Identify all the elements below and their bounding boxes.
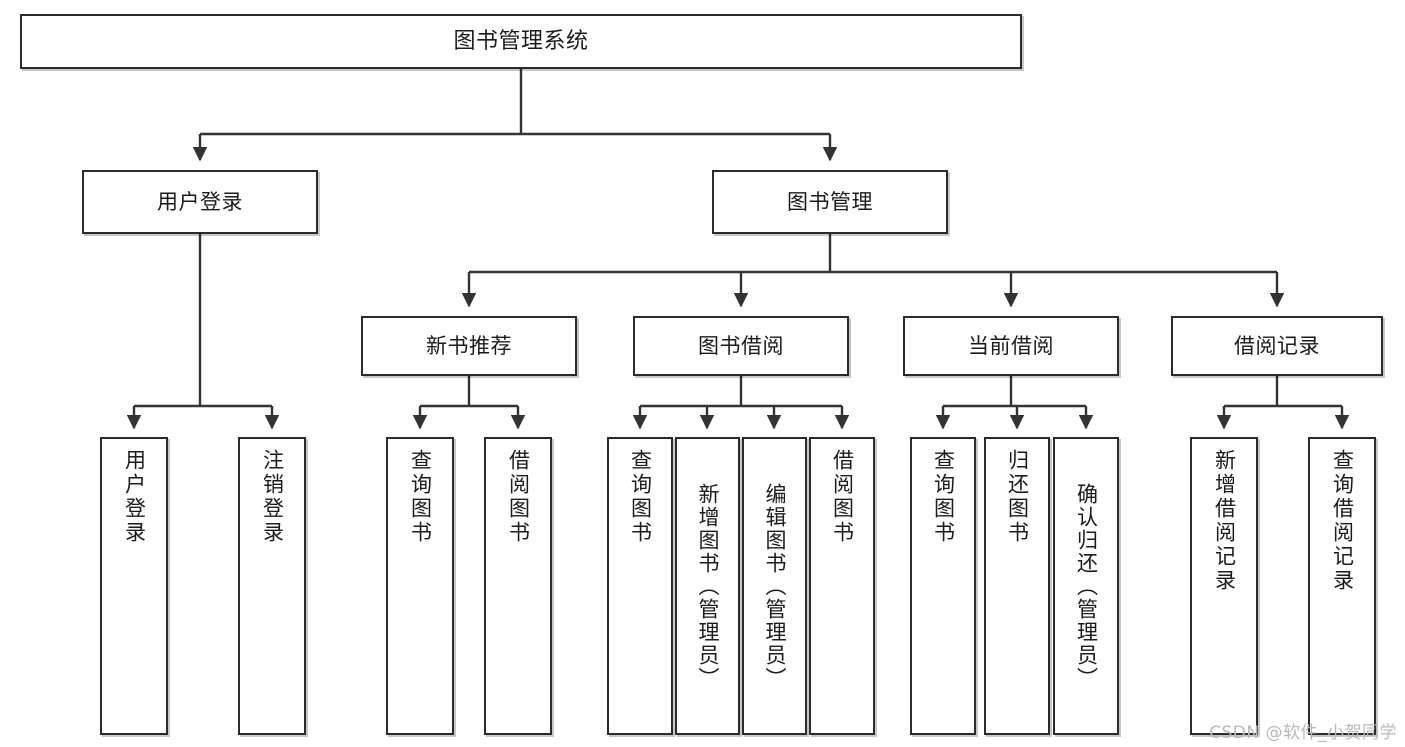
- node-label: 新增图书（管理员）: [696, 482, 720, 690]
- node-label: 图书管理: [787, 189, 873, 214]
- node-label: 新书推荐: [426, 333, 512, 358]
- node-label: 图书借阅: [698, 333, 784, 358]
- node-leaf-logout[interactable]: 注销登录: [238, 437, 306, 735]
- node-label: 借阅图书: [506, 449, 531, 545]
- node-borrow-record[interactable]: 借阅记录: [1171, 316, 1383, 376]
- node-label: 编辑图书（管理员）: [763, 482, 787, 690]
- node-leaf-add-book[interactable]: 新增图书（管理员）: [675, 437, 740, 735]
- csdn-watermark: CSDN @软件_小贺同学: [1209, 723, 1397, 743]
- node-label: 用户登录: [122, 449, 147, 545]
- node-leaf-add-borrow-record[interactable]: 新增借阅记录: [1190, 437, 1258, 735]
- node-leaf-query-book-borrow[interactable]: 查询图书: [607, 437, 673, 735]
- node-label: 查询借阅记录: [1330, 449, 1355, 593]
- node-label: 查询图书: [931, 449, 956, 545]
- node-label: 归还图书: [1005, 449, 1030, 545]
- node-book-borrow[interactable]: 图书借阅: [633, 316, 849, 376]
- node-book-manage[interactable]: 图书管理: [712, 170, 948, 234]
- node-leaf-confirm-return[interactable]: 确认归还（管理员）: [1053, 437, 1119, 735]
- node-label: 图书管理系统: [453, 28, 589, 54]
- node-leaf-borrow-book[interactable]: 借阅图书: [809, 437, 875, 735]
- node-label: 当前借阅: [968, 333, 1054, 358]
- node-leaf-return-book[interactable]: 归还图书: [984, 437, 1050, 735]
- node-label: 借阅图书: [830, 449, 855, 545]
- node-user-login[interactable]: 用户登录: [82, 170, 318, 234]
- node-label: 用户登录: [157, 189, 243, 214]
- node-label: 查询图书: [628, 449, 653, 545]
- node-leaf-query-book-recommend[interactable]: 查询图书: [386, 437, 454, 735]
- node-leaf-edit-book[interactable]: 编辑图书（管理员）: [742, 437, 807, 735]
- node-leaf-borrow-book-recommend[interactable]: 借阅图书: [484, 437, 552, 735]
- node-leaf-query-book-current[interactable]: 查询图书: [910, 437, 976, 735]
- node-label: 借阅记录: [1234, 333, 1320, 358]
- node-new-book-recommend[interactable]: 新书推荐: [361, 316, 577, 376]
- node-leaf-user-login[interactable]: 用户登录: [100, 437, 168, 735]
- node-label: 查询图书: [408, 449, 433, 545]
- node-label: 确认归还（管理员）: [1074, 482, 1099, 690]
- node-label: 新增借阅记录: [1212, 449, 1237, 593]
- node-current-borrow[interactable]: 当前借阅: [903, 316, 1119, 376]
- node-label: 注销登录: [260, 449, 285, 545]
- node-root-system[interactable]: 图书管理系统: [20, 14, 1022, 69]
- node-leaf-query-borrow-record[interactable]: 查询借阅记录: [1308, 437, 1376, 735]
